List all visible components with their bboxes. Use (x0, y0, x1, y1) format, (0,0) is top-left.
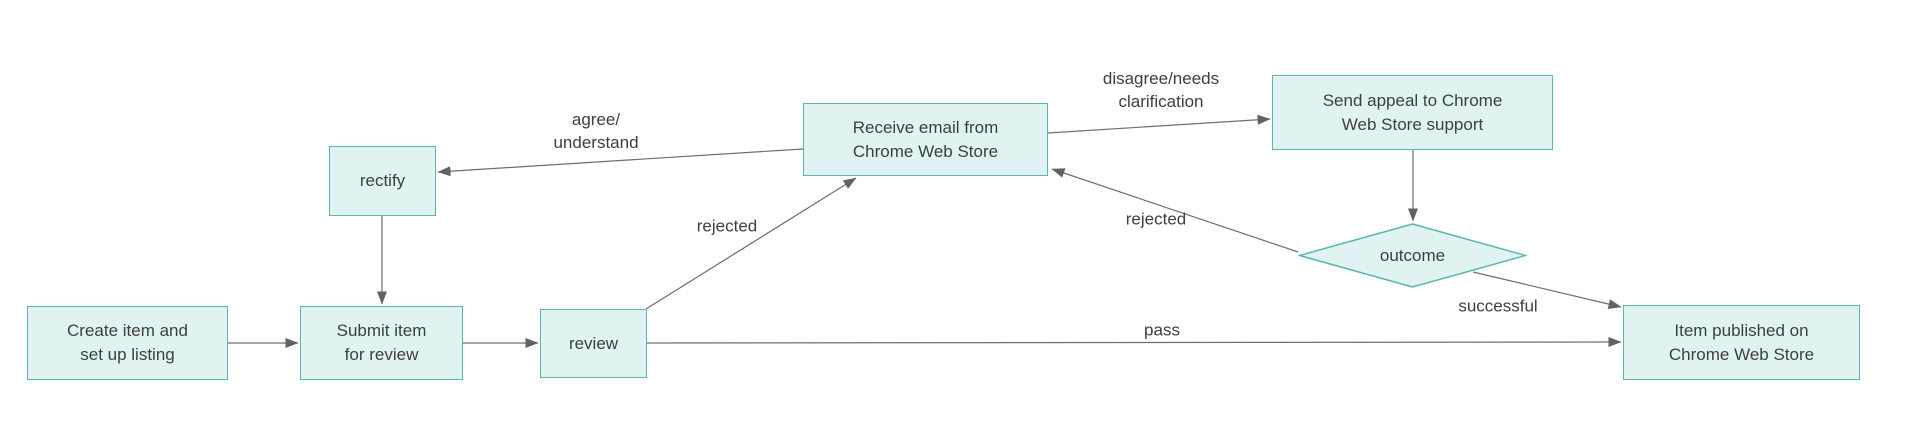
node-item-published: Item published on Chrome Web Store (1623, 305, 1860, 380)
edge-label-rejected-review: rejected (696, 216, 758, 236)
node-send-appeal: Send appeal to Chrome Web Store support (1272, 75, 1553, 150)
node-review: review (540, 309, 647, 378)
node-rectify: rectify (329, 146, 436, 216)
node-submit-item: Submit item for review (300, 306, 463, 380)
outcome-label: outcome (1379, 245, 1446, 265)
node-outcome: outcome (1298, 223, 1527, 288)
edge-label-agree-understand: agree/ understand (553, 110, 639, 152)
outcome-diamond-shape (1298, 223, 1527, 288)
edge-label-disagree-clarification: disagree/needs clarification (1102, 69, 1220, 111)
node-create-item: Create item and set up listing (27, 306, 228, 380)
edge-label-rejected-outcome: rejected (1125, 209, 1187, 229)
edge-label-successful: successful (1458, 296, 1538, 316)
node-receive-email: Receive email from Chrome Web Store (803, 103, 1048, 176)
edge-label-pass: pass (1144, 320, 1180, 340)
